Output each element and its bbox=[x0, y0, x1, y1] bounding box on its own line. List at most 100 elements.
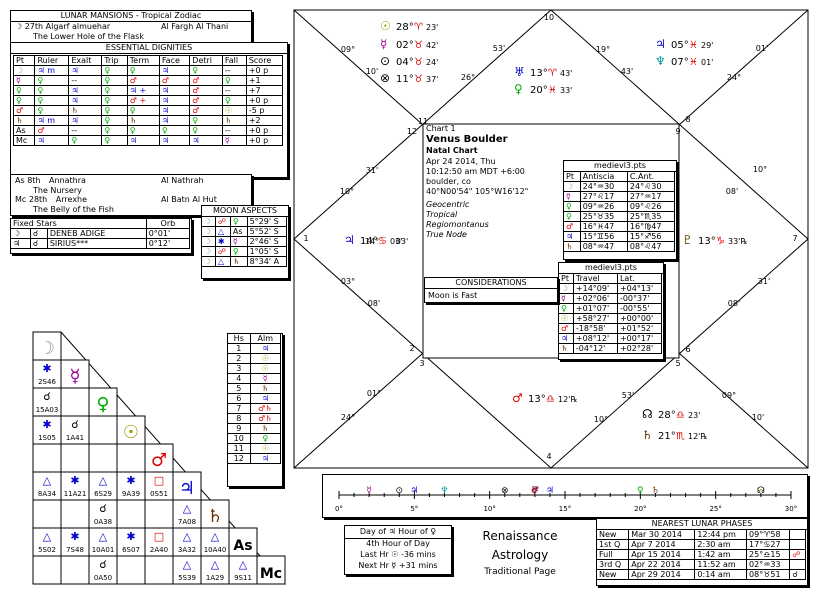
aspect-symbol: △ bbox=[211, 530, 220, 543]
phase-name: Full bbox=[595, 549, 630, 560]
house-number: 5 bbox=[675, 359, 680, 368]
dignity-detri: ♂ bbox=[189, 85, 223, 96]
scale-planet-glyph: ♂ bbox=[531, 486, 539, 496]
planet-glyph: ♇ bbox=[682, 233, 693, 247]
aspect-symbol: △ bbox=[183, 530, 192, 543]
mansion-desc: The Lower Hole of the Flask bbox=[33, 32, 144, 41]
dignity-point: As bbox=[12, 125, 36, 136]
planet-minutes: 12'℞ bbox=[558, 395, 578, 404]
column-header: Term bbox=[126, 55, 160, 66]
point: ☿ bbox=[558, 293, 574, 304]
planet-degree: 21° bbox=[658, 431, 676, 442]
moon-aspect-asp: ☍ bbox=[214, 246, 231, 257]
moon-aspect-b: ☿ bbox=[229, 236, 248, 247]
aspect-symbol: △ bbox=[99, 474, 108, 487]
aspect-orb: 5S02 bbox=[38, 546, 56, 554]
cusp-degree: 26° bbox=[461, 73, 475, 82]
travel: +01°07' bbox=[572, 303, 618, 314]
house-number: 11 bbox=[418, 117, 428, 126]
grid-cell bbox=[144, 443, 174, 473]
cusp-degree: 14° bbox=[365, 237, 379, 246]
aspect-symbol: □ bbox=[154, 530, 164, 543]
dignity-row: ♄♃ m♃♀♄♃♀♄+2 bbox=[12, 115, 284, 126]
grid-cell bbox=[60, 443, 90, 473]
cusp-degree: 10' bbox=[366, 67, 378, 76]
grid-cell bbox=[32, 415, 62, 445]
planetary-hours-panel: Day of ♃ Hour of ♀ 4th Hour of Day Last … bbox=[344, 525, 452, 575]
point: ♀ bbox=[563, 201, 581, 212]
dignity-fall: -- bbox=[221, 65, 247, 76]
considerations-title: CONSIDERATIONS bbox=[425, 278, 557, 289]
aspect-symbol: △ bbox=[99, 530, 108, 543]
planet-degree: 13° bbox=[528, 394, 546, 405]
moon-aspects-title: MOON ASPECTS bbox=[202, 206, 288, 217]
almuten-row: 6♃ bbox=[227, 393, 282, 404]
phase-date: Mar 30 2014 bbox=[628, 529, 696, 540]
grid-cell bbox=[32, 527, 62, 557]
scale-tick-label: 0° bbox=[335, 505, 343, 513]
cusp-degree: 19° bbox=[596, 45, 610, 54]
cusp-degree: 03° bbox=[341, 277, 355, 286]
lunar-mansions-title: LUNAR MANSIONS - Tropical Zodiac bbox=[11, 11, 251, 22]
moon-aspect-b: ♄ bbox=[229, 256, 248, 267]
antiscia: 16°♓47 bbox=[579, 221, 628, 232]
dignity-score: +0 p bbox=[245, 125, 284, 136]
point: ♃ bbox=[563, 231, 581, 242]
dignity-face: ♃ bbox=[158, 135, 191, 146]
travel: +08°12' bbox=[572, 333, 618, 344]
moon-aspect-asp: △ bbox=[214, 226, 231, 237]
dignity-detri: ♂ bbox=[189, 95, 223, 106]
contra-antiscia: 16°♍47 bbox=[626, 221, 676, 232]
planet-minutes: 43' bbox=[560, 69, 572, 78]
planet-minutes: 29' bbox=[701, 41, 713, 50]
planet-minutes: 37' bbox=[426, 75, 438, 84]
planet-sign: ♋ bbox=[378, 236, 387, 247]
mc-glyph: Mc bbox=[15, 195, 27, 204]
aspect-symbol: ✱ bbox=[42, 362, 51, 375]
almuten: ☉ bbox=[249, 353, 282, 364]
house-number: 1 bbox=[303, 234, 308, 243]
point: ♀ bbox=[563, 211, 581, 222]
grid-cell bbox=[200, 499, 230, 529]
grid-cell bbox=[256, 555, 286, 585]
dignity-face: ♃ bbox=[158, 85, 191, 96]
dignity-term: ♀ bbox=[126, 105, 160, 116]
moon-aspect-val: 8°34' A bbox=[246, 256, 288, 267]
grid-planet-glyph: ♄ bbox=[207, 506, 223, 527]
point: ♃ bbox=[558, 333, 574, 344]
house-number: 8 bbox=[685, 115, 690, 124]
phase-time: 1:42 am bbox=[694, 549, 748, 560]
planet-degree: 14° bbox=[360, 236, 378, 247]
travel-row: ♃+08°12'+00°17' bbox=[558, 333, 663, 344]
dignity-score: -5 p bbox=[245, 105, 284, 116]
star-aspect: ☌ bbox=[29, 238, 48, 249]
column-header: Antiscia bbox=[579, 171, 628, 182]
grid-cell bbox=[88, 499, 118, 529]
latitude: +00°17' bbox=[616, 333, 663, 344]
scale-tick-label: 5° bbox=[410, 505, 418, 513]
phase-position: 08°♉51 bbox=[746, 569, 791, 580]
scale-planet-glyph: ☿ bbox=[366, 486, 372, 496]
aspect-orb: 10A01 bbox=[92, 546, 115, 554]
dignity-row: ♂♀♄♀♀♃♂☉-5 p bbox=[12, 105, 284, 116]
dignity-fall: -- bbox=[221, 85, 247, 96]
cusp-degree: 09° bbox=[341, 45, 355, 54]
scale-planet-glyph: ♆ bbox=[440, 486, 448, 496]
travel-row: ☿+02°06'-00°37' bbox=[558, 293, 663, 304]
orb-label: Orb bbox=[145, 218, 191, 229]
phase-aspect: ☍ bbox=[789, 549, 806, 560]
grid-cell bbox=[228, 527, 258, 557]
cusp-degree: 03' bbox=[396, 237, 408, 246]
dignity-exalt: -- bbox=[68, 125, 103, 136]
dignity-ruler: ♃ m bbox=[34, 65, 70, 76]
fixed-star-row: ♃ ☌ SIRIUS*** 0°12' bbox=[10, 238, 191, 249]
column-header: Lat. bbox=[616, 273, 663, 284]
dignity-face: ♃ bbox=[158, 95, 191, 106]
aspect-symbol: ✱ bbox=[126, 474, 135, 487]
